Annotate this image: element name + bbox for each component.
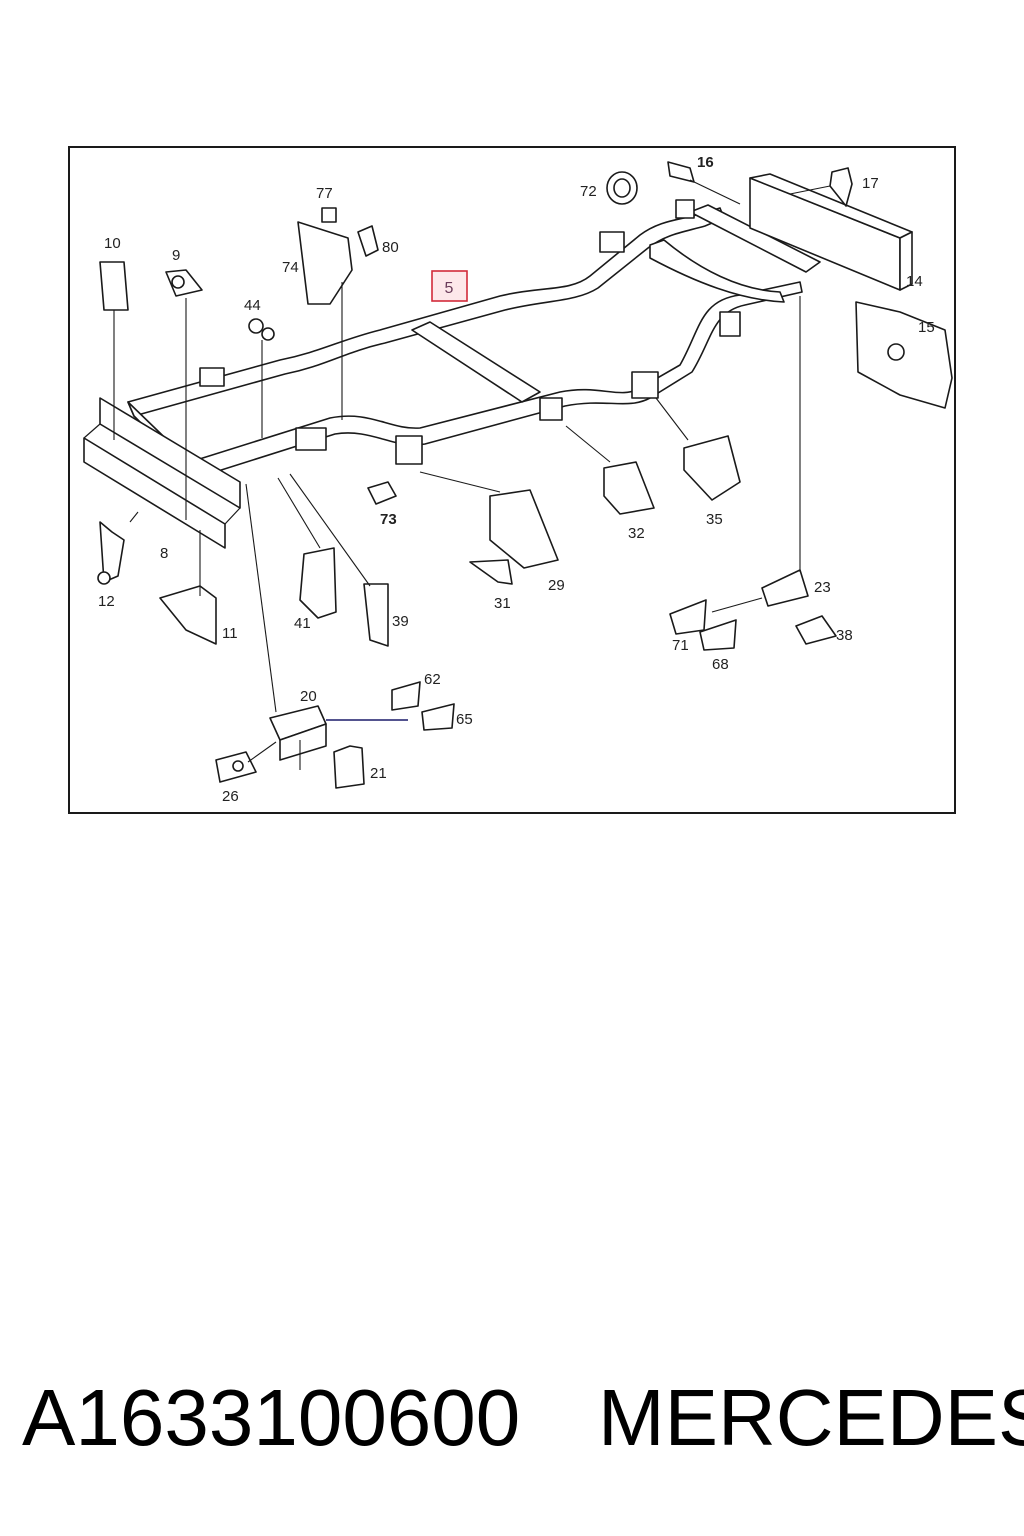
callout-9[interactable]: 9: [172, 247, 180, 264]
part-77: [321, 207, 337, 223]
bracket: [675, 199, 695, 219]
part-68: [699, 619, 737, 651]
callout-21[interactable]: 21: [370, 765, 387, 782]
highlighted-part-label[interactable]: 5: [445, 280, 454, 297]
callout-10[interactable]: 10: [104, 235, 121, 252]
callout-68[interactable]: 68: [712, 656, 729, 673]
callout-23[interactable]: 23: [814, 579, 831, 596]
diagram-frame: [68, 146, 956, 814]
callout-39[interactable]: 39: [392, 613, 409, 630]
part-31: [469, 559, 513, 585]
part-80: [357, 225, 379, 257]
callout-74[interactable]: 74: [282, 259, 299, 276]
part-9-nut: [171, 275, 185, 289]
callout-80[interactable]: 80: [382, 239, 399, 256]
part-12-eye: [97, 571, 111, 585]
part-44b: [261, 327, 275, 341]
bracket: [539, 397, 563, 421]
callouts: 16 17 72 77 80 74 10 9 44 14 15 73 8 12 …: [98, 154, 935, 805]
part-29: [489, 489, 559, 569]
callout-72[interactable]: 72: [580, 183, 597, 200]
bracket: [395, 435, 423, 465]
part-26-hole: [232, 760, 244, 772]
part-number: A1633100600: [22, 1373, 521, 1462]
callout-11[interactable]: 11: [222, 625, 238, 642]
highlight-box: [431, 270, 468, 302]
callout-12[interactable]: 12: [98, 593, 115, 610]
callout-32[interactable]: 32: [628, 525, 645, 542]
front-bumper: [83, 397, 241, 549]
bracket: [295, 427, 327, 451]
part-38: [795, 615, 837, 645]
callout-35[interactable]: 35: [706, 511, 723, 528]
callout-31[interactable]: 31: [494, 595, 511, 612]
part-16: [667, 161, 695, 183]
part-39: [363, 583, 389, 647]
bracket: [719, 311, 741, 337]
bracket: [631, 371, 659, 399]
callout-71[interactable]: 71: [672, 637, 689, 654]
callout-29[interactable]: 29: [548, 577, 565, 594]
leader-lines: [113, 179, 831, 770]
part-72-inner: [613, 178, 631, 198]
callout-20[interactable]: 20: [300, 688, 317, 705]
part-73: [367, 481, 397, 505]
part-15-bushing: [887, 343, 905, 361]
rear-crossmember: [649, 239, 785, 303]
part-71: [669, 599, 707, 635]
callout-14[interactable]: 14: [906, 273, 923, 290]
callout-65[interactable]: 65: [456, 711, 473, 728]
rear-bumper: [749, 173, 913, 291]
part-11: [159, 585, 217, 645]
callout-41[interactable]: 41: [294, 615, 311, 632]
bracket: [599, 231, 625, 253]
callout-38[interactable]: 38: [836, 627, 853, 644]
middle-crossmember: [411, 321, 541, 403]
brand-name: MERCEDES: [598, 1373, 1024, 1462]
part-10: [99, 261, 129, 311]
rear-crossmember-2: [689, 204, 821, 273]
part-62: [391, 681, 421, 711]
callout-17[interactable]: 17: [862, 175, 879, 192]
callout-26[interactable]: 26: [222, 788, 239, 805]
callout-73[interactable]: 73: [380, 511, 397, 528]
callout-44[interactable]: 44: [244, 297, 261, 314]
part-21: [333, 745, 365, 789]
bracket: [199, 367, 225, 387]
part-74: [297, 221, 353, 305]
part-41: [299, 547, 337, 619]
callout-62[interactable]: 62: [424, 671, 441, 688]
left-rail: [189, 281, 803, 479]
part-32: [603, 461, 655, 515]
callout-15[interactable]: 15: [918, 319, 935, 336]
frame-assembly: [127, 199, 821, 479]
callout-16[interactable]: 16: [697, 154, 714, 171]
part-44: [248, 318, 264, 334]
callout-77[interactable]: 77: [316, 185, 333, 202]
part-23: [761, 569, 809, 607]
part-20-body: [279, 723, 327, 761]
part-65: [421, 703, 455, 731]
part-35: [683, 435, 741, 501]
callout-8[interactable]: 8: [160, 545, 168, 562]
